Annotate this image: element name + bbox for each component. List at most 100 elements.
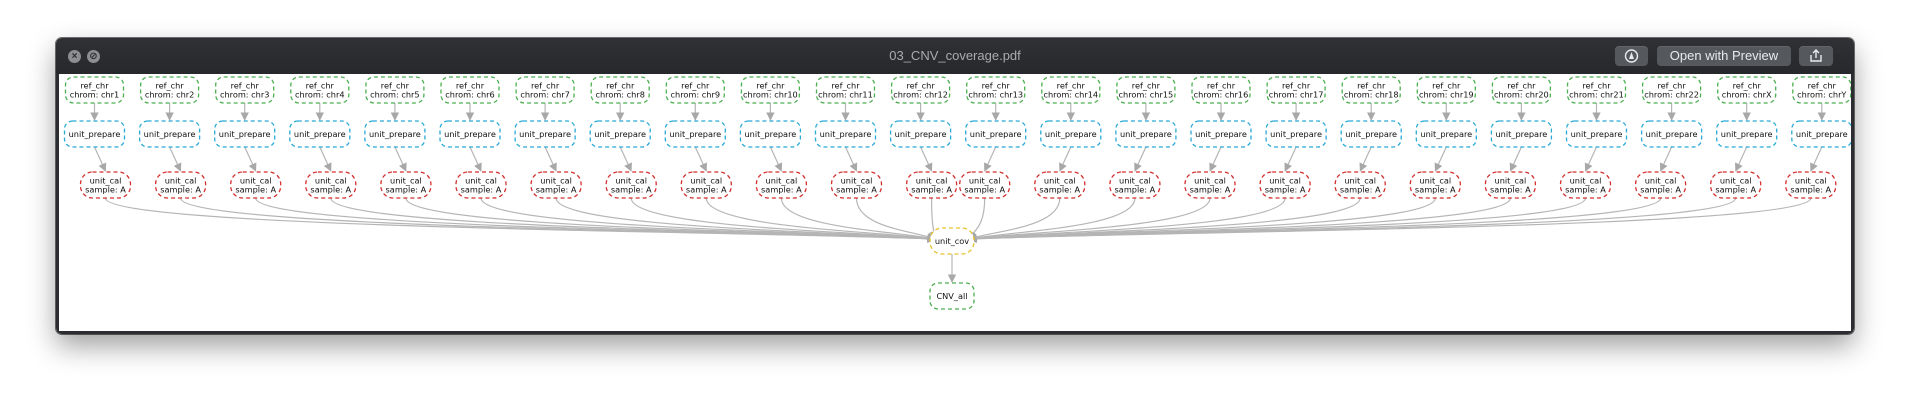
unit-cal-node-text-2: sample: A <box>836 185 877 195</box>
unit-cal-node-text-1: unit_cal <box>540 176 572 186</box>
unit-prepare-node[interactable]: unit_prepare <box>1791 120 1853 148</box>
unit-prepare-node[interactable]: unit_prepare <box>739 120 802 148</box>
unit-cal-node-text-1: unit_cal <box>390 176 422 186</box>
unit-prepare-node[interactable]: unit_prepare <box>1716 120 1778 148</box>
unit-prepare-node[interactable]: unit_prepare <box>589 120 651 148</box>
unit-prepare-node[interactable]: unit_prepare <box>1340 120 1402 148</box>
unit-cal-node-text-2: sample: A <box>1265 185 1306 195</box>
ref-chr-node-text-2: chrom: chr22 <box>1644 90 1699 100</box>
ref-chr-node-text-2: chrom: chr1 <box>70 90 120 100</box>
unit-cal-node-text-2: sample: A <box>1115 185 1156 195</box>
unit-prepare-node[interactable]: unit_prepare <box>1040 120 1102 148</box>
close-icon[interactable]: × <box>68 50 81 63</box>
cnv-all-node[interactable]: CNV_all <box>929 282 975 310</box>
unit-cal-node-text-1: unit_cal <box>615 176 647 186</box>
ref-chr-node-text-2: chrom: chrX <box>1722 90 1772 100</box>
unit-prepare-node[interactable]: unit_prepare <box>814 120 877 148</box>
unit-prepare-node[interactable]: unit_prepare <box>1265 120 1327 148</box>
unit-prepare-node[interactable]: unit_prepare <box>889 120 952 148</box>
edge-prepare-to-cal <box>1284 146 1297 172</box>
markup-button[interactable] <box>1615 46 1648 66</box>
ref-chr-node-text-2: chrom: chr15 <box>1119 90 1174 100</box>
edge-prepare-to-cal <box>469 146 482 172</box>
unit-prepare-node[interactable]: unit_prepare <box>664 120 726 148</box>
unit-prepare-node[interactable]: unit_prepare <box>364 120 426 148</box>
unit-prepare-node[interactable]: unit_prepare <box>63 120 126 148</box>
unit-prepare-node[interactable]: unit_prepare <box>1415 120 1477 148</box>
edge-prepare-to-cal <box>920 146 933 172</box>
unit-prepare-node[interactable]: unit_prepare <box>439 120 501 148</box>
edge-cal-to-cov <box>968 197 1211 243</box>
share-button[interactable] <box>1799 46 1833 66</box>
unit-prepare-node[interactable]: unit_prepare <box>289 120 351 148</box>
unit-cov-node[interactable]: unit_cov <box>929 227 975 255</box>
unit-prepare-node[interactable]: unit_prepare <box>214 120 276 148</box>
unit-cal-node-text-2: sample: A <box>1565 185 1606 195</box>
unit-prepare-node[interactable]: unit_prepare <box>1190 120 1252 148</box>
edge-cal-to-cov <box>968 197 1061 241</box>
unit-prepare-node[interactable]: unit_prepare <box>1565 120 1628 148</box>
unit-prepare-node[interactable]: unit_prepare <box>1640 120 1703 148</box>
unit-prepare-node[interactable]: unit_prepare <box>965 120 1027 148</box>
unit-prepare-node[interactable]: unit_prepare <box>138 120 201 148</box>
unit-prepare-node[interactable]: unit_prepare <box>1115 120 1177 148</box>
unit-prepare-node-text-1: unit_prepare <box>594 129 646 139</box>
share-icon <box>1810 49 1822 62</box>
unit-prepare-node[interactable]: unit_prepare <box>514 120 576 148</box>
open-with-preview-button[interactable]: Open with Preview <box>1657 46 1791 66</box>
minimize-icon[interactable]: ⊘ <box>87 50 100 63</box>
ref-chr-node-text-2: chrom: chrY <box>1797 90 1847 100</box>
unit-prepare-node[interactable]: unit_prepare <box>1490 120 1553 148</box>
